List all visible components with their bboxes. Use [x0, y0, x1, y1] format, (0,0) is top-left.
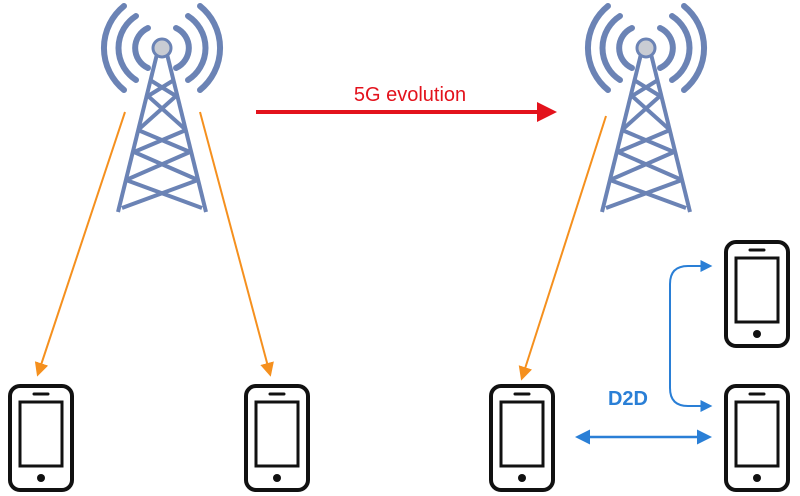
d2d-label: D2D	[608, 388, 648, 410]
smartphone-icon-3	[489, 384, 555, 492]
downlink-arrow-right	[518, 115, 607, 381]
cell-tower-icon-left	[104, 6, 220, 212]
smartphone-icon-1	[8, 384, 74, 492]
evolution-label: 5G evolution	[354, 84, 466, 106]
d2d-link-vertical	[669, 260, 713, 412]
smartphone-icon-2	[244, 384, 310, 492]
smartphone-icon-4	[724, 240, 790, 348]
downlink-arrow-left-2	[199, 111, 274, 377]
downlink-arrow-left-1	[34, 111, 126, 377]
cell-tower-icon-right	[588, 6, 704, 212]
smartphone-icon-5	[724, 384, 790, 492]
